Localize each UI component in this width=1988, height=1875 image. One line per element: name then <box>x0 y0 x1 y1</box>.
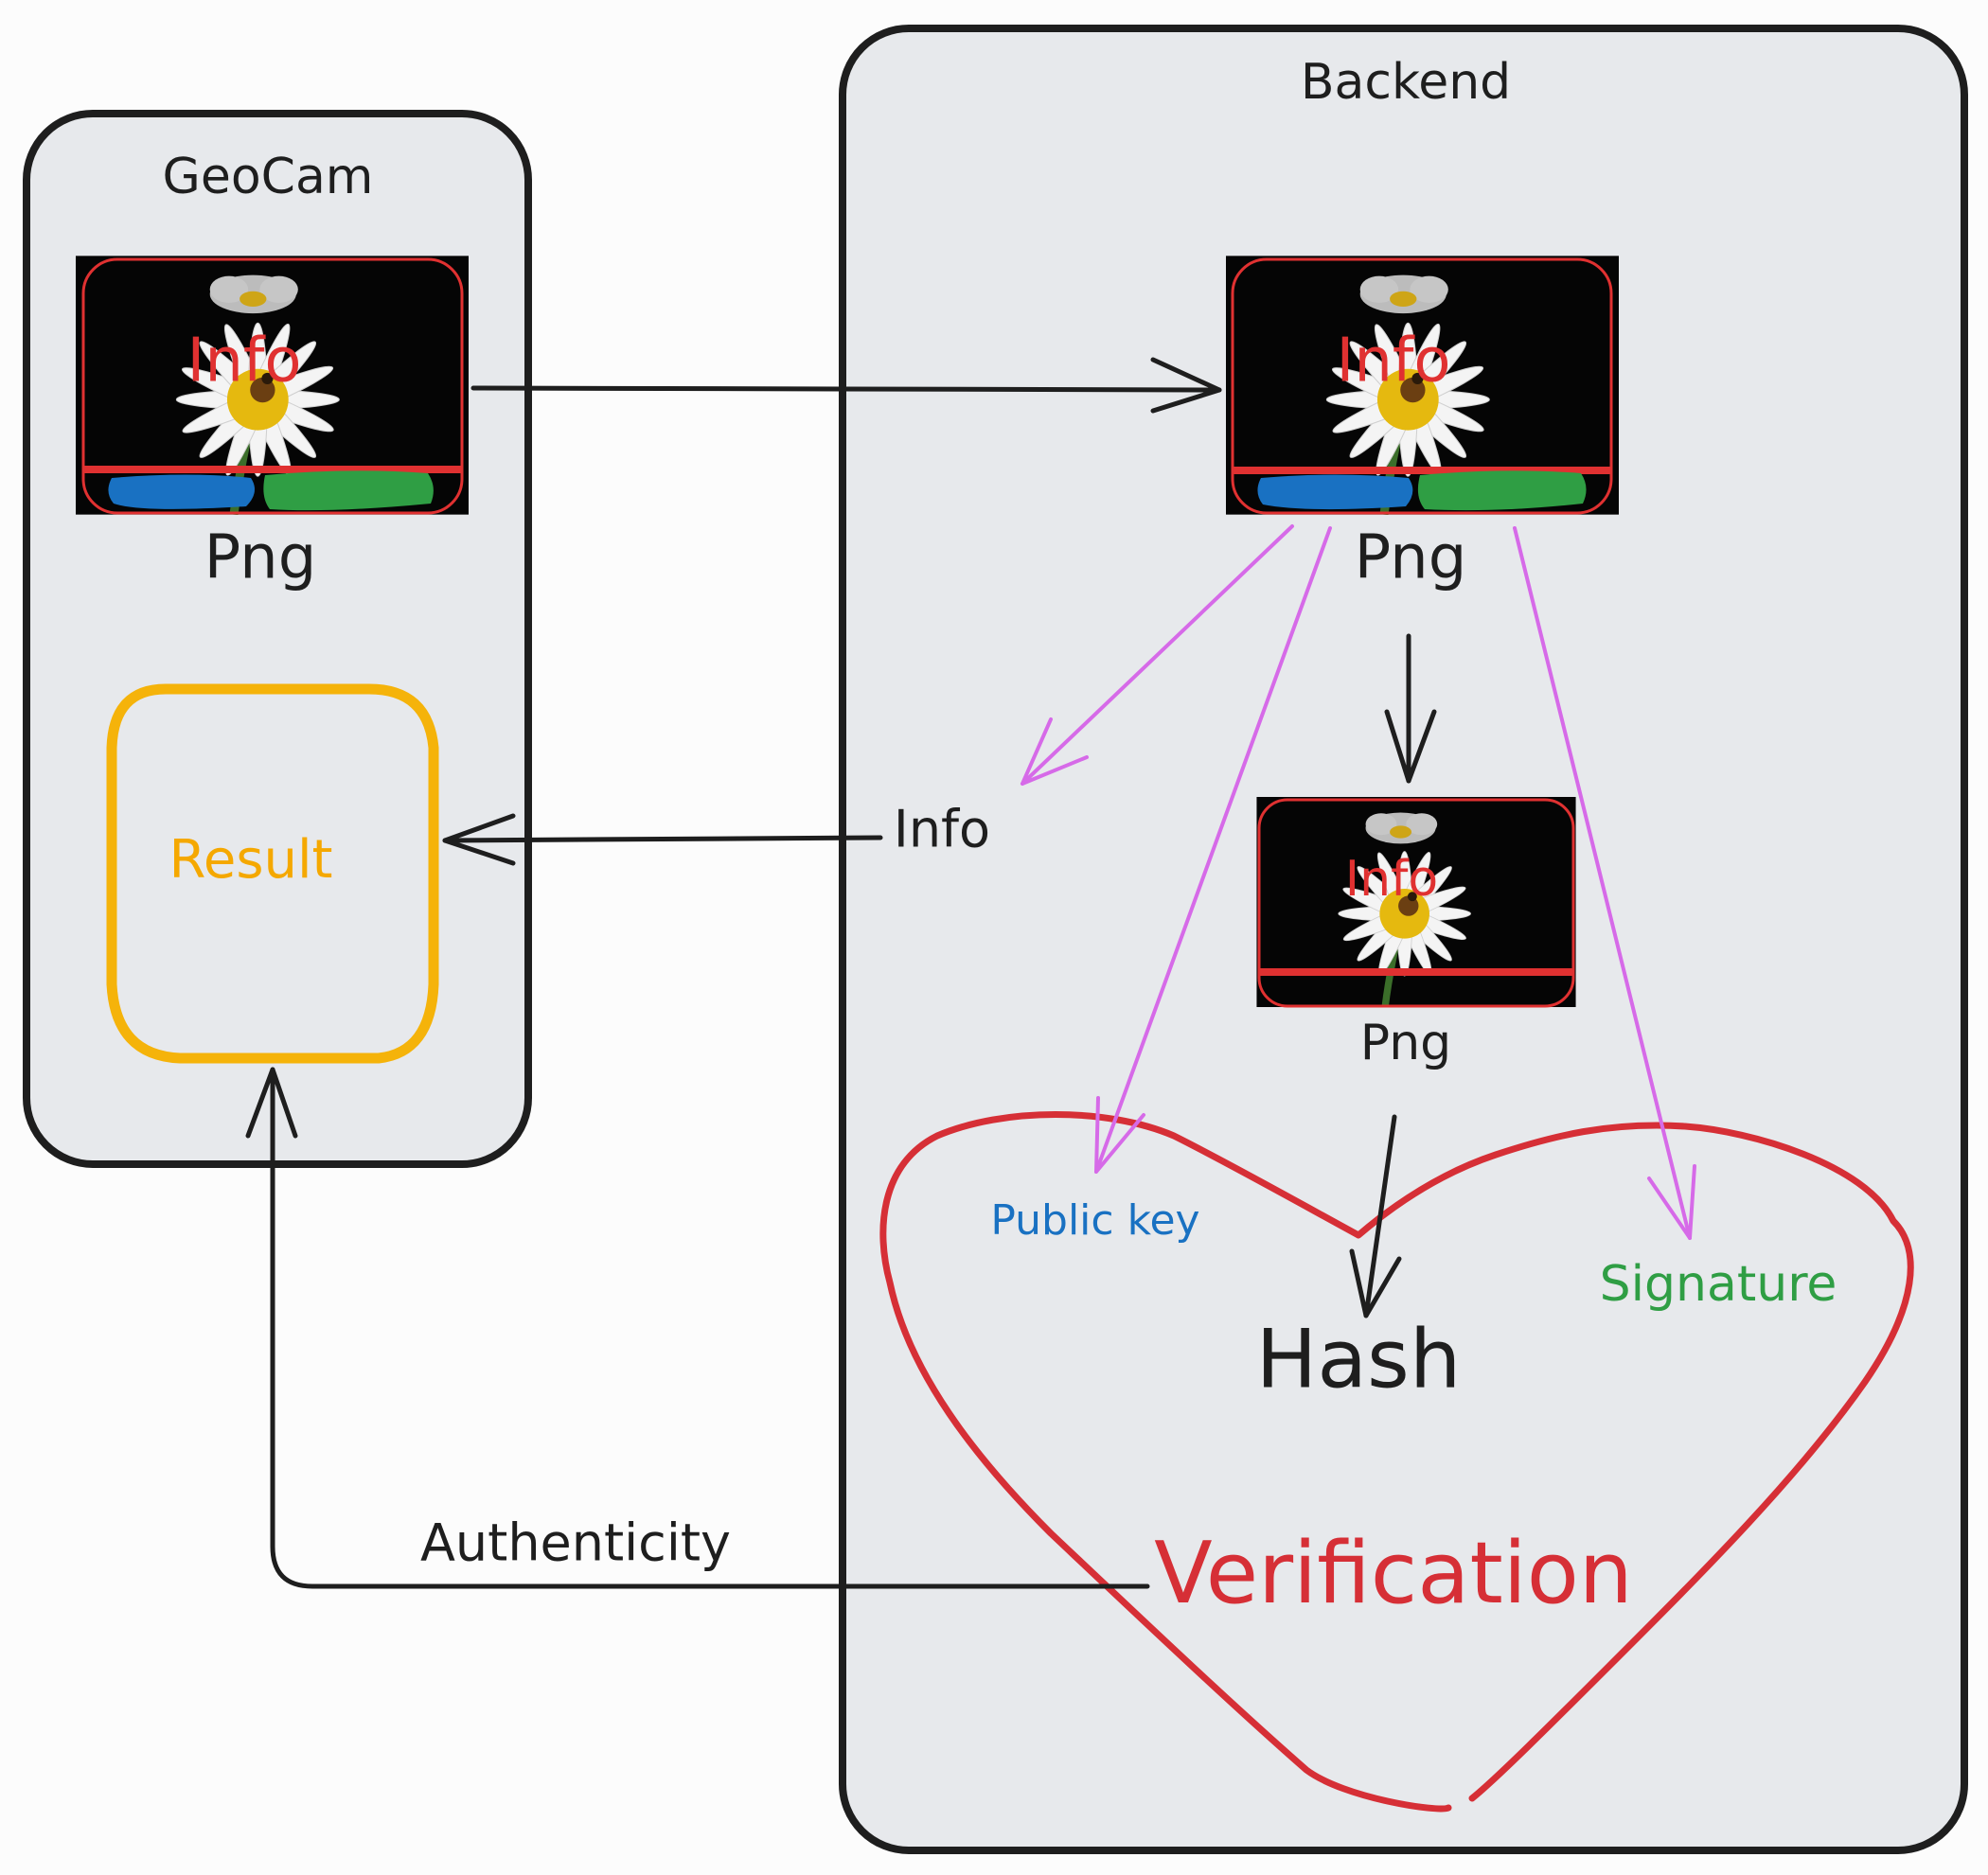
info-flow-label: Info <box>894 800 990 859</box>
public-key-strip <box>108 474 255 509</box>
geocam-png-label: Png <box>204 523 317 593</box>
authenticity-label: Authenticity <box>420 1513 731 1573</box>
hash-label: Hash <box>1256 1312 1462 1406</box>
backend-png2-label: Png <box>1360 1015 1451 1071</box>
signature-strip-green <box>1417 470 1587 511</box>
strip-arrow <box>1384 633 1437 784</box>
public-key-label: Public key <box>990 1196 1199 1245</box>
result-label: Result <box>169 829 332 891</box>
info-return-arrow <box>442 813 883 866</box>
verification-heart <box>879 1111 1914 1813</box>
upload-arrow <box>470 357 1222 414</box>
backend-image2-info-text: Info <box>1345 851 1438 908</box>
backend-png-label: Png <box>1355 523 1467 593</box>
signature-strip-green <box>263 470 434 511</box>
geocam-png-image[interactable]: Info <box>76 256 469 514</box>
result-box[interactable]: Result <box>106 683 439 1064</box>
backend-image-info-text: Info <box>1336 327 1450 397</box>
authenticity-arrow <box>245 1067 1150 1589</box>
backend-panel: Backend Info Png Info Png Public key Sig… <box>839 25 1968 1854</box>
backend-title: Backend <box>1301 54 1511 111</box>
public-key-strip <box>1257 474 1413 510</box>
hash-arrow <box>1349 1114 1402 1318</box>
backend-png-image-stripped[interactable]: Info <box>1256 797 1575 1008</box>
backend-png-image[interactable]: Info <box>1226 256 1619 514</box>
public-key-extract-arrow <box>1094 526 1332 1174</box>
geocam-title: GeoCam <box>163 149 374 205</box>
geocam-image-info-text: Info <box>186 327 301 397</box>
signature-label: Signature <box>1600 1256 1837 1313</box>
geocam-panel: GeoCam Info Png Result <box>23 110 532 1168</box>
info-extract-arrow <box>1021 524 1294 786</box>
signature-extract-arrow <box>1513 526 1696 1240</box>
verification-label: Verification <box>1154 1524 1633 1623</box>
